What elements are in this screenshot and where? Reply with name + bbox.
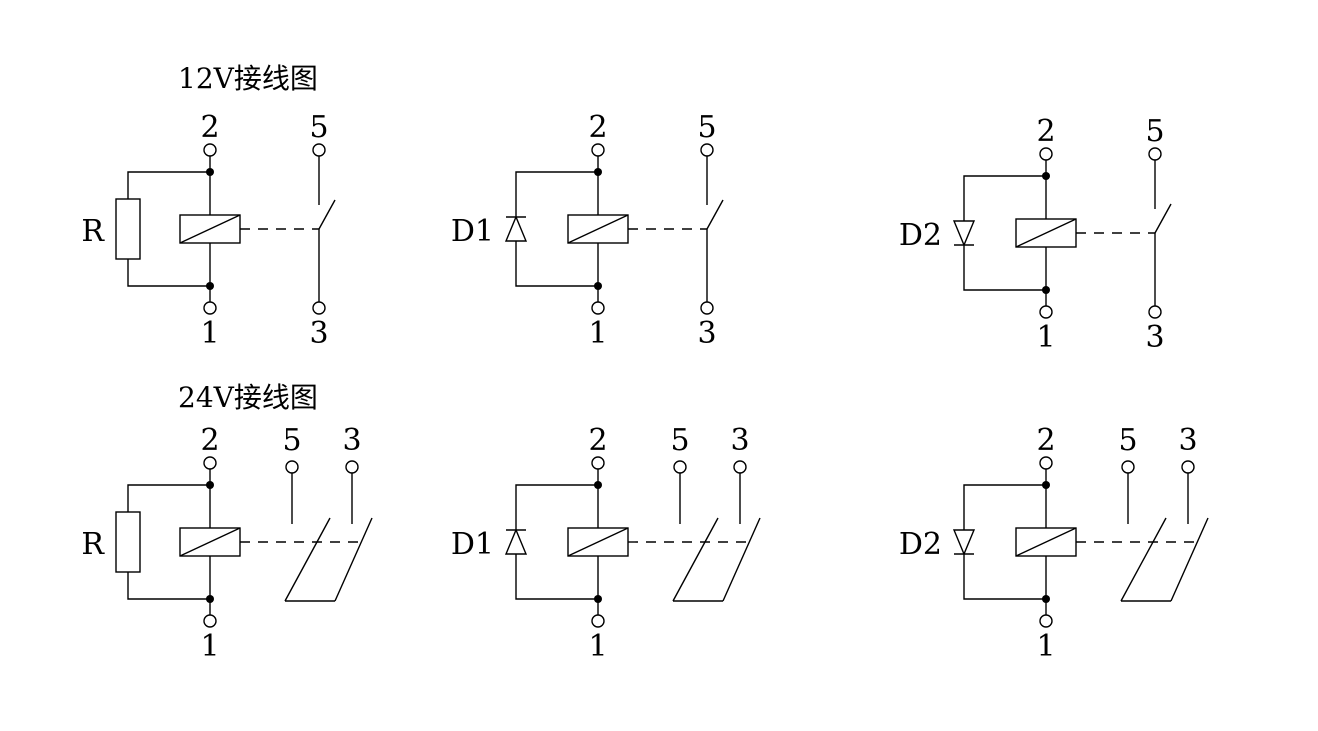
contact-blade-b xyxy=(1170,517,1209,602)
contact-blade xyxy=(318,199,336,230)
contact-terminal-bottom xyxy=(700,301,714,315)
contact-terminal-b xyxy=(733,460,747,474)
coil-terminal-top xyxy=(591,456,605,470)
coil-terminal-bottom xyxy=(1039,614,1053,628)
suppressor-wire-top xyxy=(127,171,210,199)
contact-label-bottom: 3 xyxy=(697,316,716,351)
coil-terminal-label-bottom: 1 xyxy=(200,316,219,351)
coil-terminal-label-top: 2 xyxy=(200,423,219,458)
coil-terminal-top xyxy=(203,143,217,157)
relay-coil-diagonal xyxy=(179,214,241,244)
relay-coil-diagonal xyxy=(1015,527,1077,557)
resistor-label: R xyxy=(81,214,105,249)
relay-coil-diagonal xyxy=(567,527,629,557)
contact-label-top: 5 xyxy=(1145,114,1164,149)
diode-triangle xyxy=(504,215,528,242)
contact-blade-a xyxy=(284,517,331,602)
coil-terminal-bottom xyxy=(203,614,217,628)
diode-label: D2 xyxy=(899,218,942,253)
coil-terminal-top xyxy=(1039,147,1053,161)
contact-terminal-top xyxy=(312,143,326,157)
coil-terminal-label-top: 2 xyxy=(588,110,607,145)
coil-terminal-label-bottom: 1 xyxy=(200,629,219,664)
coil-terminal-label-top: 2 xyxy=(1036,114,1055,149)
suppressor-wire-bottom xyxy=(963,263,1046,291)
coil-terminal-bottom xyxy=(591,301,605,315)
contact-label-a: 5 xyxy=(282,423,301,458)
coil-terminal-bottom xyxy=(1039,305,1053,319)
circuit-2-3: 2 1 D2 5 3 xyxy=(899,423,1209,664)
contact-terminal-bottom xyxy=(1148,305,1162,319)
contact-terminal-bottom xyxy=(312,301,326,315)
contact-terminal-b xyxy=(345,460,359,474)
coil-terminal-label-top: 2 xyxy=(1036,423,1055,458)
contact-label-top: 5 xyxy=(309,110,328,145)
suppressor-wire-top xyxy=(515,171,598,199)
title-12v: 12V接线图 xyxy=(178,62,318,95)
title-24v: 24V接线图 xyxy=(178,381,318,414)
circuit-2-1: 2 1 R 5 3 xyxy=(81,423,373,664)
diode-triangle xyxy=(952,529,976,556)
contact-label-a: 5 xyxy=(1118,423,1137,458)
contact-label-b: 3 xyxy=(1178,423,1197,458)
contact-terminal-a xyxy=(673,460,687,474)
contact-label-bottom: 3 xyxy=(1145,320,1164,355)
diode-label: D1 xyxy=(451,214,494,249)
coil-terminal-top xyxy=(591,143,605,157)
resistor xyxy=(115,511,141,573)
contact-label-top: 5 xyxy=(697,110,716,145)
suppressor-wire-bottom xyxy=(127,572,210,600)
coil-terminal-label-top: 2 xyxy=(588,423,607,458)
contact-terminal-a xyxy=(1121,460,1135,474)
coil-terminal-bottom xyxy=(203,301,217,315)
contact-label-b: 3 xyxy=(730,423,749,458)
contact-blade-a xyxy=(1120,517,1167,602)
contact-label-b: 3 xyxy=(342,423,361,458)
coil-terminal-top xyxy=(203,456,217,470)
contact-label-a: 5 xyxy=(670,423,689,458)
diode-triangle xyxy=(952,220,976,247)
suppressor-wire-top xyxy=(127,484,210,512)
contact-terminal-a xyxy=(285,460,299,474)
suppressor-wire-top xyxy=(963,175,1046,203)
diode-triangle xyxy=(504,528,528,555)
contact-blade-a xyxy=(672,517,719,602)
coil-terminal-label-bottom: 1 xyxy=(588,629,607,664)
relay-coil-diagonal xyxy=(567,214,629,244)
circuit-2-2: 2 1 D1 5 3 xyxy=(451,423,761,664)
diode-label: D1 xyxy=(451,527,494,562)
coil-terminal-top xyxy=(1039,456,1053,470)
contact-terminal-top xyxy=(1148,147,1162,161)
relay-coil-diagonal xyxy=(179,527,241,557)
suppressor-wire-top xyxy=(515,484,598,512)
contact-blade-b xyxy=(722,517,761,602)
suppressor-wire-bottom xyxy=(515,259,598,287)
relay-coil-diagonal xyxy=(1015,218,1077,248)
contact-terminal-top xyxy=(700,143,714,157)
contact-blade xyxy=(706,199,724,230)
diode-label: D2 xyxy=(899,527,942,562)
suppressor-wire-top xyxy=(963,484,1046,512)
coil-terminal-label-bottom: 1 xyxy=(1036,320,1055,355)
suppressor-wire-bottom xyxy=(963,572,1046,600)
suppressor-wire-bottom xyxy=(515,572,598,600)
circuit-1-1: 2 1 R 5 3 xyxy=(81,110,336,351)
resistor xyxy=(115,198,141,260)
suppressor-wire-bottom xyxy=(127,259,210,287)
resistor-label: R xyxy=(81,527,105,562)
coil-terminal-label-bottom: 1 xyxy=(1036,629,1055,664)
circuit-1-2: 2 1 D1 5 3 xyxy=(451,110,724,351)
coil-terminal-bottom xyxy=(591,614,605,628)
contact-blade xyxy=(1154,203,1172,234)
circuit-1-3: 2 1 D2 5 3 xyxy=(899,114,1172,355)
coil-terminal-label-top: 2 xyxy=(200,110,219,145)
contact-blade-b xyxy=(334,517,373,602)
contact-label-bottom: 3 xyxy=(309,316,328,351)
contact-terminal-b xyxy=(1181,460,1195,474)
coil-terminal-label-bottom: 1 xyxy=(588,316,607,351)
